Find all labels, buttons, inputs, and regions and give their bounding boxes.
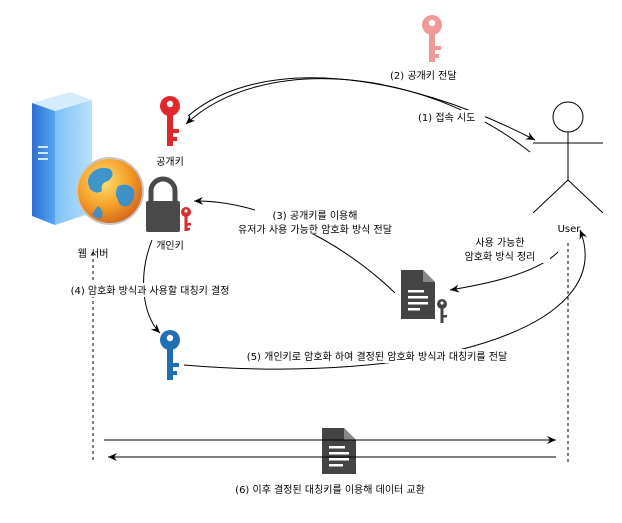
step3-label-line2: 유저가 사용 가능한 암호화 방식 전달 (238, 224, 392, 236)
symmetric-key-icon (160, 330, 180, 380)
globe-icon (76, 157, 144, 225)
padlock-icon (146, 176, 180, 232)
step2-label: (2) 공개키 전달 (390, 70, 457, 82)
available-ciphers-line1: 사용 가능한 (475, 237, 524, 249)
available-ciphers-line2: 암호화 방식 정리 (465, 251, 536, 263)
arrow-step5 (183, 229, 588, 370)
user-label: User (558, 224, 582, 235)
arrow-step1 (187, 77, 536, 141)
stick-figure-icon (532, 101, 604, 214)
data-document-icon (322, 428, 356, 474)
step4-label: (4) 암호화 방식과 사용할 대칭키 결정 (71, 285, 230, 297)
private-key-small-icon (181, 207, 191, 231)
web-server-label: 웹 서버 (78, 248, 109, 260)
public-key-icon (160, 96, 180, 146)
public-key-label: 공개키 (156, 156, 184, 168)
cipher-list-document-icon (401, 270, 447, 323)
step1-label: (1) 접속 시도 (418, 112, 475, 124)
step5-label: (5) 개인키로 암호화 하여 결정된 암호화 방식과 대칭키를 전달 (247, 350, 507, 363)
step3-label-line1: (3) 공개키를 이용해 (273, 209, 358, 222)
private-key-label: 개인키 (156, 240, 184, 252)
faded-public-key-icon (422, 15, 442, 62)
step6-label: (6) 이후 결정된 대칭키를 이용해 데이터 교환 (235, 483, 425, 496)
